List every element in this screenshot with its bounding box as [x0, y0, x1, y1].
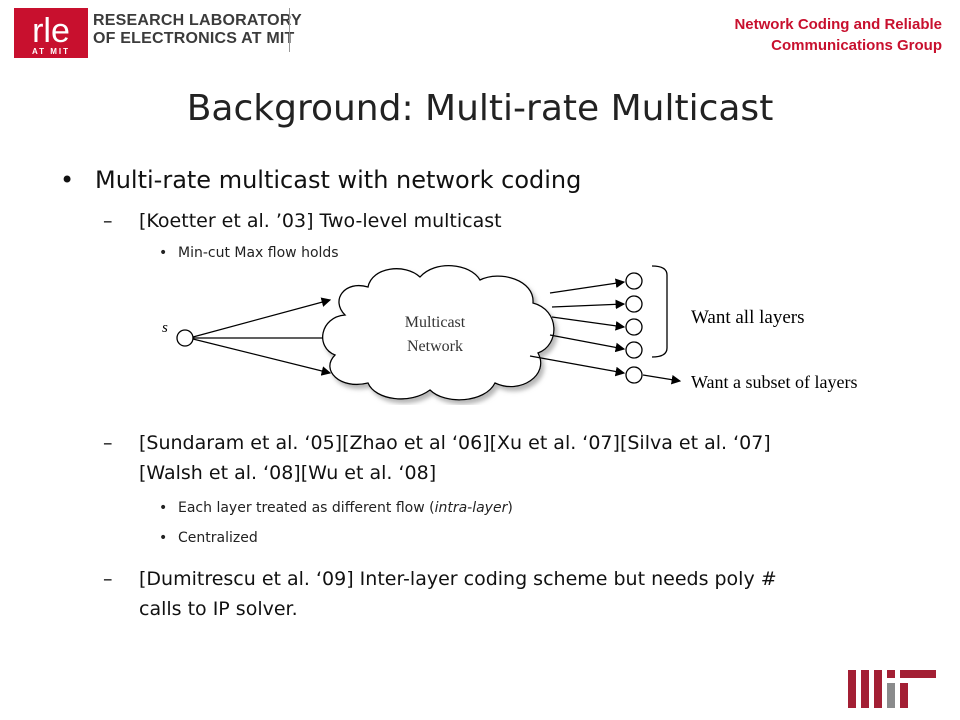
logo-text: rle [32, 12, 70, 50]
group-name-line2: Communications Group [771, 37, 942, 54]
source-node [176, 329, 194, 347]
want-all-label: Want all layers [691, 307, 804, 328]
lab-name: RESEARCH LABORATORY OF ELECTRONICS AT MI… [93, 12, 302, 48]
dash: – [103, 432, 113, 454]
want-subset-label: Want a subset of layers [691, 372, 858, 392]
cloud-label-line1: Multicast [405, 314, 466, 331]
source-arrow-3 [192, 338, 332, 376]
receiver-node [625, 341, 643, 359]
out-arrow-2 [551, 299, 626, 310]
cloud-label-line2: Network [407, 338, 463, 355]
subset-arrow [642, 374, 682, 385]
dash: – [103, 210, 113, 232]
out-arrow-1 [549, 278, 626, 294]
dumitrescu-line1: [Dumitrescu et al. ‘09] Inter-layer codi… [139, 568, 777, 590]
bullet-dot: • [159, 245, 168, 261]
group-name: Network Coding and Reliable Communicatio… [734, 14, 942, 56]
sub-bullet-koetter-text: [Koetter et al. ’03] Two-level multicast [139, 210, 502, 232]
out-arrow-4 [549, 334, 626, 353]
logo-sub: AT MIT [32, 47, 70, 56]
receiver-node [625, 366, 643, 384]
bracket [651, 265, 668, 358]
intra-italic: intra-layer [434, 500, 508, 516]
source-label: s [162, 320, 168, 336]
intra-post: ) [507, 500, 513, 516]
bullet-main-text: Multi-rate multicast with network coding [95, 166, 582, 194]
sundaram-line2: [Walsh et al. ‘08][Wu et al. ‘08] [139, 462, 437, 484]
sundaram-line1: [Sundaram et al. ‘05][Zhao et al ‘06][Xu… [139, 432, 771, 454]
header-divider [289, 8, 290, 52]
lab-name-line1: RESEARCH LABORATORY [93, 12, 302, 29]
rle-logo: rle AT MIT [14, 8, 88, 63]
receiver-node [625, 295, 643, 313]
intra-pre: Each layer treated as different flow ( [178, 500, 435, 516]
mincut-text: Min-cut Max flow holds [178, 245, 339, 261]
group-name-line1: Network Coding and Reliable [734, 16, 942, 33]
mit-logo [848, 670, 940, 713]
receiver-node [625, 318, 643, 336]
slide-title: Background: Multi-rate Multicast [186, 88, 774, 129]
bullet-dot: • [60, 166, 75, 194]
dash: – [103, 568, 113, 590]
bullet-dot: • [159, 500, 168, 516]
out-arrow-5 [529, 355, 626, 377]
lab-name-line2: OF ELECTRONICS AT MIT [93, 30, 295, 47]
bullet-dot: • [159, 530, 168, 546]
dumitrescu-line2: calls to IP solver. [139, 598, 298, 620]
out-arrow-3 [551, 316, 626, 331]
intra-text: Each layer treated as different flow (in… [178, 500, 513, 516]
multicast-diagram: s Multicast Network Want all layers Want… [140, 255, 930, 410]
centralized-text: Centralized [178, 530, 258, 546]
source-arrow-1 [192, 297, 332, 338]
cloud-shape [322, 265, 555, 401]
receiver-node [625, 272, 643, 290]
